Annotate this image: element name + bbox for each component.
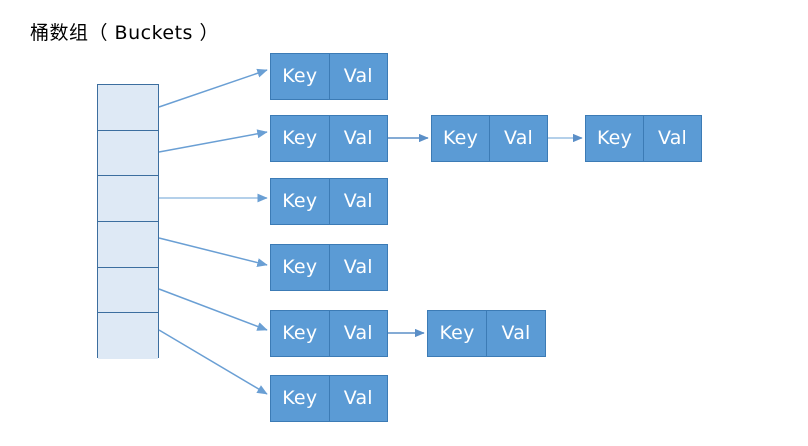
bucket-cell-3[interactable] xyxy=(98,222,158,268)
kv-key-label: Key xyxy=(271,311,330,356)
bucket-cell-4[interactable] xyxy=(98,267,158,314)
kv-val-label: Val xyxy=(343,322,373,344)
kv-key-label: Key xyxy=(432,116,490,161)
kv-node-1-1[interactable]: Key Val xyxy=(431,115,548,162)
kv-key-label: Key xyxy=(586,116,644,161)
kv-key-label: Key xyxy=(271,245,330,290)
connector-bucket-3 xyxy=(158,237,268,268)
kv-val-label: Val xyxy=(343,65,373,87)
kv-node-1-2[interactable]: Key Val xyxy=(585,115,702,162)
kv-key-label: Key xyxy=(271,179,330,224)
kv-val-label: Val xyxy=(501,322,531,344)
kv-node-3-0[interactable]: Key Val xyxy=(270,244,388,291)
kv-key-label: Key xyxy=(428,311,487,356)
kv-node-4-0[interactable]: Key Val xyxy=(270,310,388,357)
kv-val-label: Val xyxy=(343,387,373,409)
connector-bucket-1 xyxy=(158,129,268,153)
kv-node-1-0[interactable]: Key Val xyxy=(270,115,388,162)
kv-val-label: Val xyxy=(343,127,373,149)
bucket-cell-1[interactable] xyxy=(98,130,158,177)
kv-val-label: Val xyxy=(657,127,688,149)
bucket-cell-0[interactable] xyxy=(98,85,158,131)
kv-key-label: Key xyxy=(271,54,330,99)
kv-key-label: Key xyxy=(271,116,330,161)
connector-bucket-4 xyxy=(158,288,268,331)
kv-val-label: Val xyxy=(343,190,373,212)
bucket-cell-5[interactable] xyxy=(98,313,158,359)
bucket-cell-2[interactable] xyxy=(98,176,158,222)
kv-node-4-1[interactable]: Key Val xyxy=(427,310,546,357)
kv-key-label: Key xyxy=(271,376,330,421)
kv-val-label: Val xyxy=(343,256,373,278)
page-title: 桶数组（ Buckets ） xyxy=(30,22,219,44)
connector-bucket-5 xyxy=(158,329,268,395)
kv-node-2-0[interactable]: Key Val xyxy=(270,178,388,225)
kv-node-0-0[interactable]: Key Val xyxy=(270,53,388,100)
connector-bucket-0 xyxy=(158,68,268,108)
bucket-array xyxy=(97,84,159,359)
kv-val-label: Val xyxy=(503,127,534,149)
kv-node-5-0[interactable]: Key Val xyxy=(270,375,388,422)
